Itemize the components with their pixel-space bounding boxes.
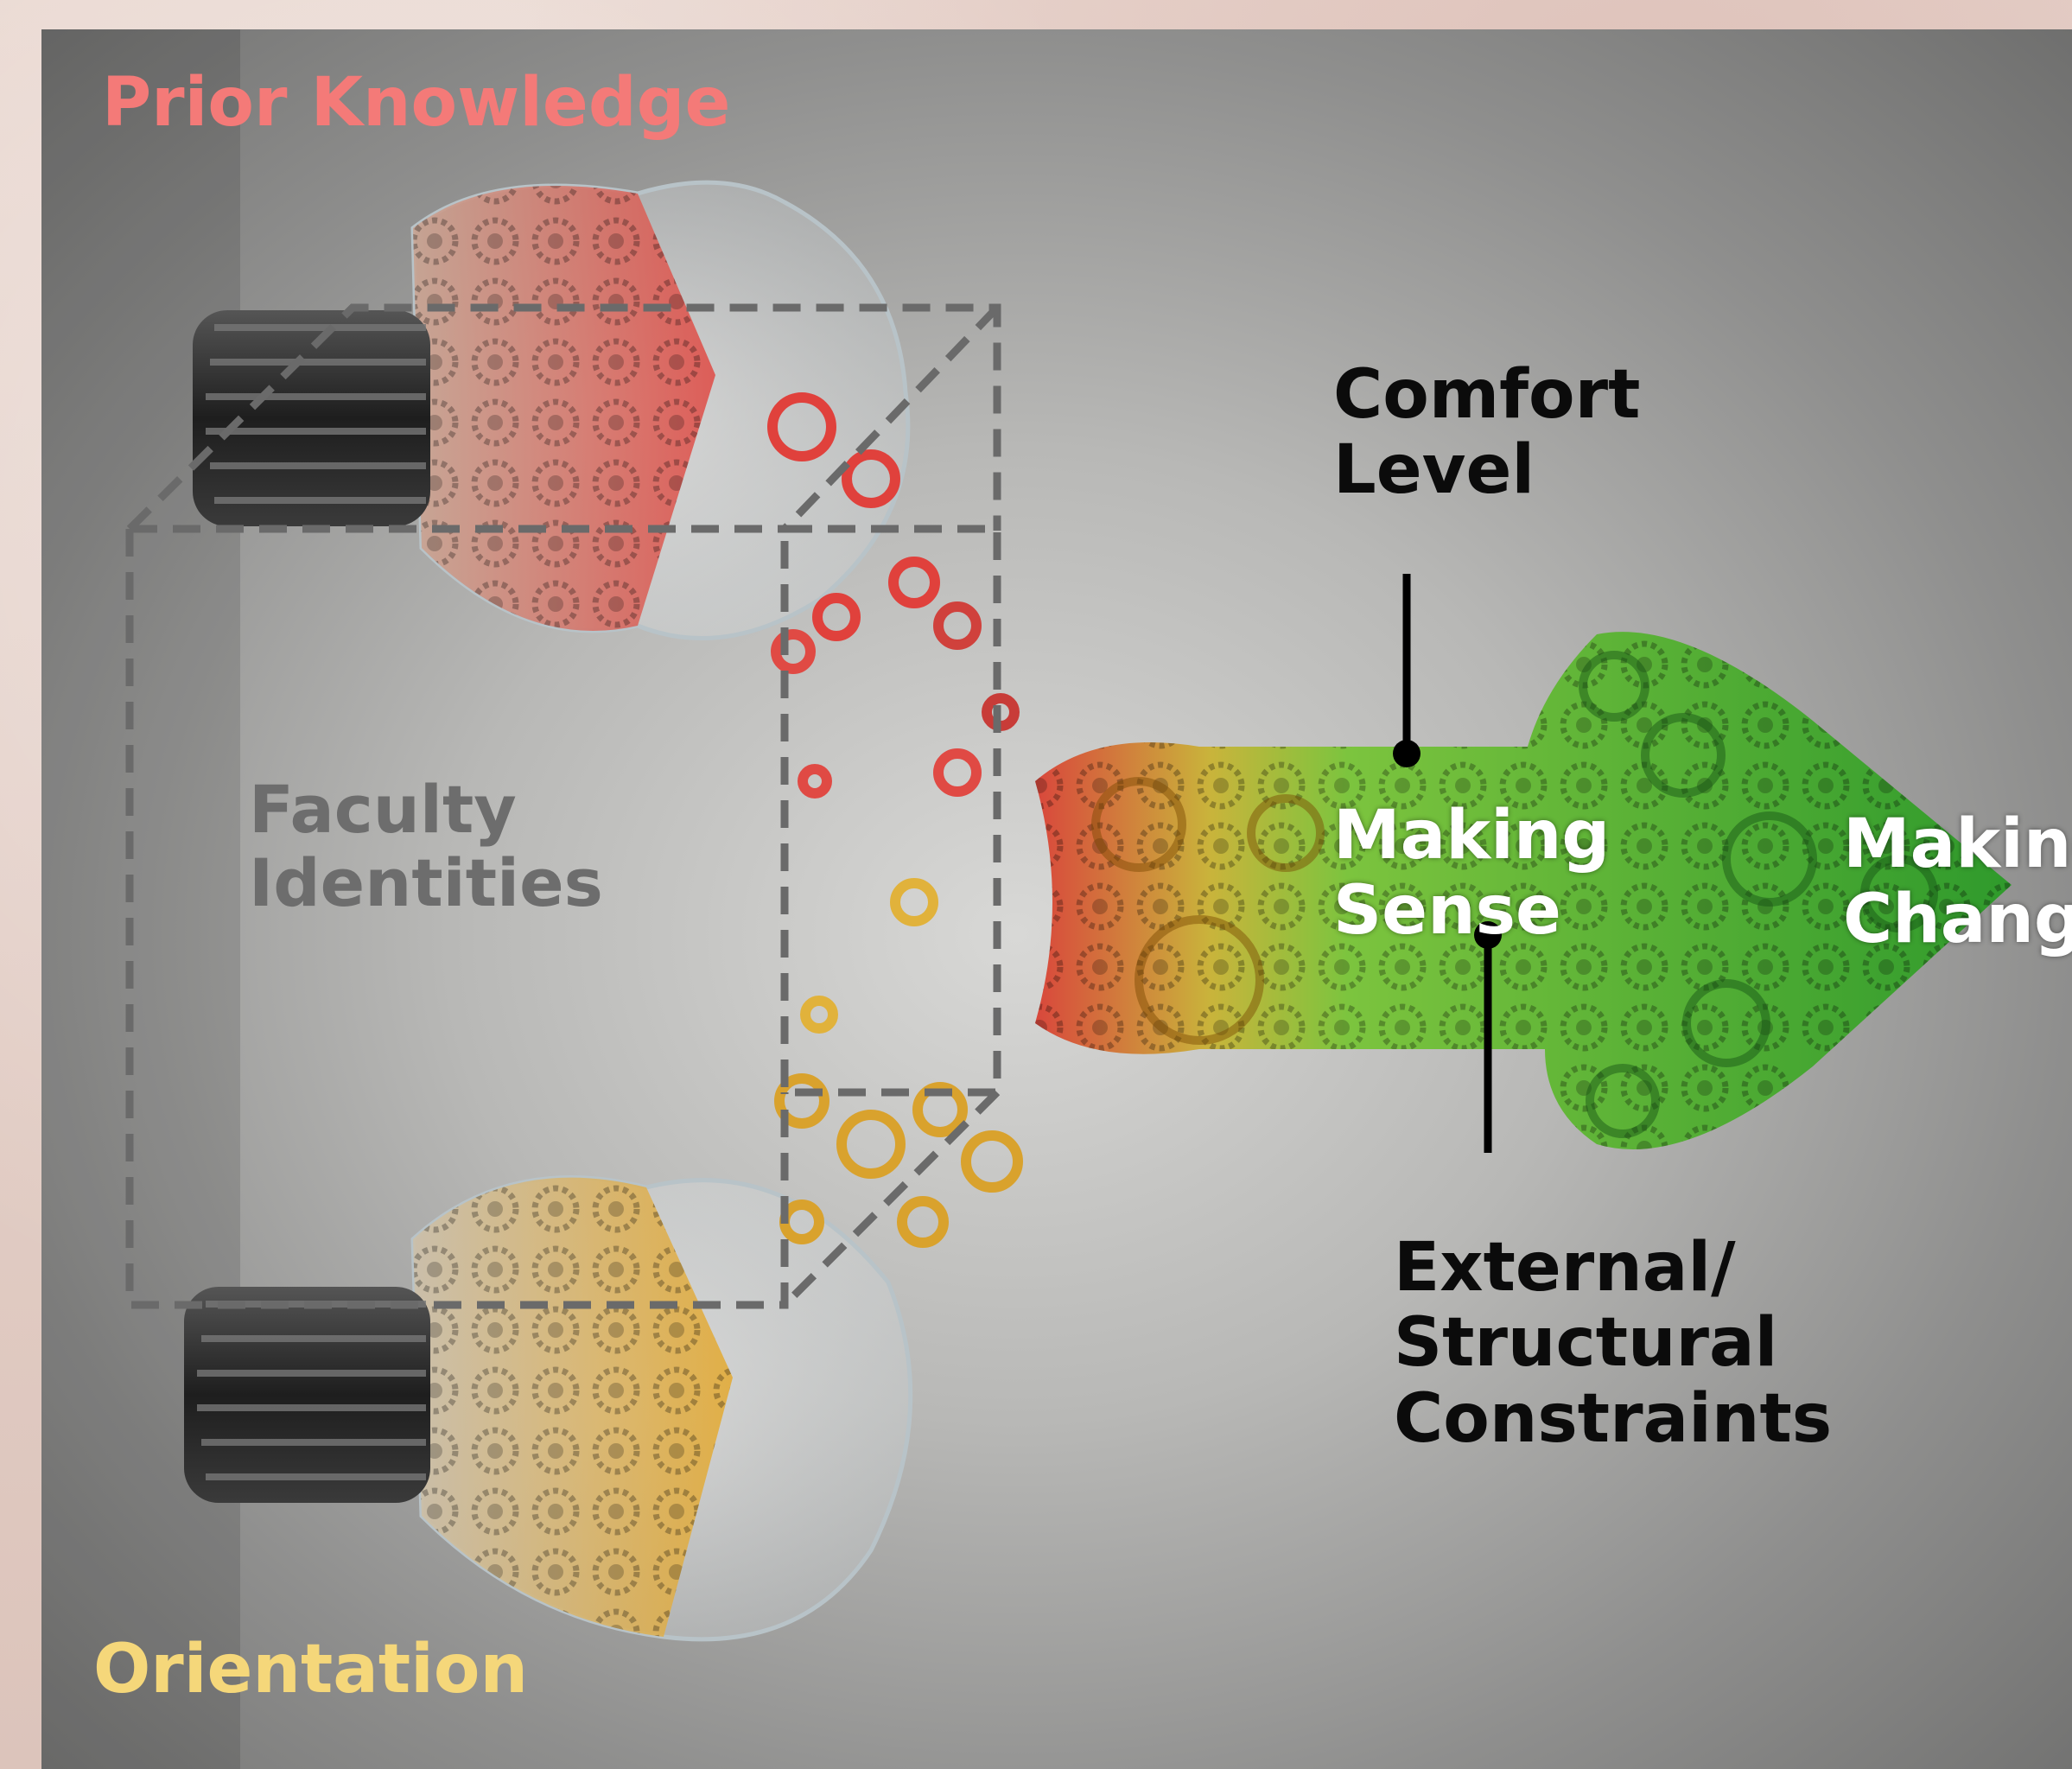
diagram-panel: Prior Knowledge Faculty Identities Comfo… [41, 29, 2072, 1769]
making-sense-label: Making Sense [1333, 797, 1611, 951]
prior-knowledge-label: Prior Knowledge [102, 64, 731, 142]
light-bulb-icon [193, 180, 911, 641]
callout-line [1393, 574, 1502, 1153]
external-constraints-label: External/ Structural Constraints [1394, 1229, 1833, 1458]
comfort-level-label: Comfort Level [1333, 356, 1641, 510]
arrow-icon [1035, 632, 2012, 1149]
dashed-outline [125, 303, 1001, 1309]
faculty-identities-label: Faculty Identities [249, 771, 603, 922]
gear-icon [767, 392, 1020, 799]
light-bulb-icon [184, 1175, 913, 1642]
orientation-label: Orientation [93, 1631, 529, 1709]
gear-icon [774, 878, 1023, 1248]
making-change-label: Making Change [1843, 805, 2072, 959]
diagram-illustration [41, 29, 2012, 1769]
